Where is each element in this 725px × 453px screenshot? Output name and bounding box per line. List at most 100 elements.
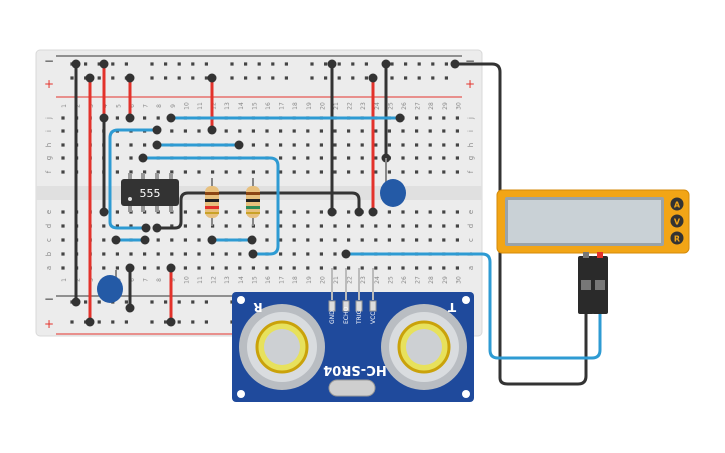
hole[interactable] (347, 170, 351, 174)
hole[interactable] (102, 252, 106, 256)
hole[interactable] (279, 238, 283, 242)
wire-endpoint[interactable] (368, 207, 378, 217)
hole[interactable] (143, 143, 147, 147)
wire-endpoint[interactable] (99, 59, 109, 69)
hole[interactable] (102, 224, 106, 228)
rail-hole[interactable] (390, 76, 394, 80)
hole[interactable] (360, 143, 364, 147)
rail-hole[interactable] (124, 320, 128, 324)
hole[interactable] (347, 143, 351, 147)
rail-hole[interactable] (284, 62, 288, 66)
hole[interactable] (197, 266, 201, 270)
wire-endpoint[interactable] (99, 207, 109, 217)
probe-black[interactable] (578, 252, 594, 314)
hole[interactable] (319, 266, 323, 270)
hole[interactable] (306, 266, 310, 270)
hole[interactable] (374, 156, 378, 160)
hole[interactable] (279, 224, 283, 228)
rail-hole[interactable] (177, 62, 181, 66)
hole[interactable] (455, 210, 459, 214)
hole[interactable] (102, 266, 106, 270)
wire-endpoint[interactable] (85, 317, 95, 327)
hole[interactable] (428, 116, 432, 120)
hole[interactable] (61, 266, 65, 270)
hole[interactable] (442, 156, 446, 160)
hole[interactable] (387, 143, 391, 147)
hole[interactable] (143, 170, 147, 174)
hole[interactable] (197, 238, 201, 242)
hole[interactable] (156, 170, 160, 174)
hole[interactable] (442, 238, 446, 242)
hole[interactable] (319, 170, 323, 174)
resistor-1[interactable] (205, 178, 219, 226)
rail-hole[interactable] (444, 62, 448, 66)
hole[interactable] (442, 116, 446, 120)
hole[interactable] (183, 224, 187, 228)
hole[interactable] (360, 238, 364, 242)
wire-endpoint[interactable] (125, 263, 135, 273)
hole[interactable] (238, 252, 242, 256)
rail-hole[interactable] (310, 76, 314, 80)
hole[interactable] (238, 170, 242, 174)
capacitor-1[interactable] (380, 158, 406, 207)
hole[interactable] (143, 116, 147, 120)
wire-endpoint[interactable] (141, 223, 151, 233)
hole[interactable] (306, 170, 310, 174)
hole[interactable] (360, 156, 364, 160)
hole[interactable] (415, 210, 419, 214)
hole[interactable] (306, 238, 310, 242)
rail-hole[interactable] (70, 76, 74, 80)
hole[interactable] (333, 156, 337, 160)
hole[interactable] (265, 170, 269, 174)
hole[interactable] (279, 143, 283, 147)
hole[interactable] (401, 266, 405, 270)
hole[interactable] (333, 266, 337, 270)
hole[interactable] (319, 156, 323, 160)
hole[interactable] (401, 129, 405, 133)
wire-blue-2[interactable] (108, 128, 159, 230)
rail-hole[interactable] (284, 76, 288, 80)
resistor-2[interactable] (246, 178, 260, 226)
rail-hole[interactable] (271, 76, 275, 80)
rail-hole[interactable] (257, 76, 261, 80)
hole[interactable] (292, 210, 296, 214)
rail-hole[interactable] (230, 76, 234, 80)
hole[interactable] (115, 170, 119, 174)
hole[interactable] (374, 224, 378, 228)
hole[interactable] (319, 210, 323, 214)
rail-hole[interactable] (417, 62, 421, 66)
wire-endpoint[interactable] (71, 59, 81, 69)
wire-endpoint[interactable] (207, 73, 217, 83)
hole[interactable] (292, 224, 296, 228)
hole[interactable] (347, 156, 351, 160)
hole[interactable] (360, 266, 364, 270)
hole[interactable] (455, 156, 459, 160)
hole[interactable] (61, 252, 65, 256)
hole[interactable] (129, 170, 133, 174)
hole[interactable] (401, 143, 405, 147)
wire-black-probe[interactable] (453, 62, 588, 386)
hole[interactable] (401, 210, 405, 214)
wire-endpoint[interactable] (152, 223, 162, 233)
rail-hole[interactable] (444, 76, 448, 80)
hole[interactable] (401, 224, 405, 228)
hole[interactable] (415, 129, 419, 133)
hole[interactable] (374, 266, 378, 270)
hole[interactable] (374, 143, 378, 147)
hole[interactable] (333, 252, 337, 256)
hole[interactable] (265, 210, 269, 214)
rail-hole[interactable] (191, 62, 195, 66)
hole[interactable] (292, 129, 296, 133)
hole[interactable] (360, 224, 364, 228)
hole[interactable] (292, 252, 296, 256)
hole[interactable] (129, 143, 133, 147)
rail-hole[interactable] (204, 300, 208, 304)
rail-hole[interactable] (364, 62, 368, 66)
hole[interactable] (224, 210, 228, 214)
hole[interactable] (224, 252, 228, 256)
hole[interactable] (115, 266, 119, 270)
wire-endpoint[interactable] (166, 317, 176, 327)
rail-hole[interactable] (124, 62, 128, 66)
wire-endpoint[interactable] (327, 59, 337, 69)
hole[interactable] (115, 116, 119, 120)
